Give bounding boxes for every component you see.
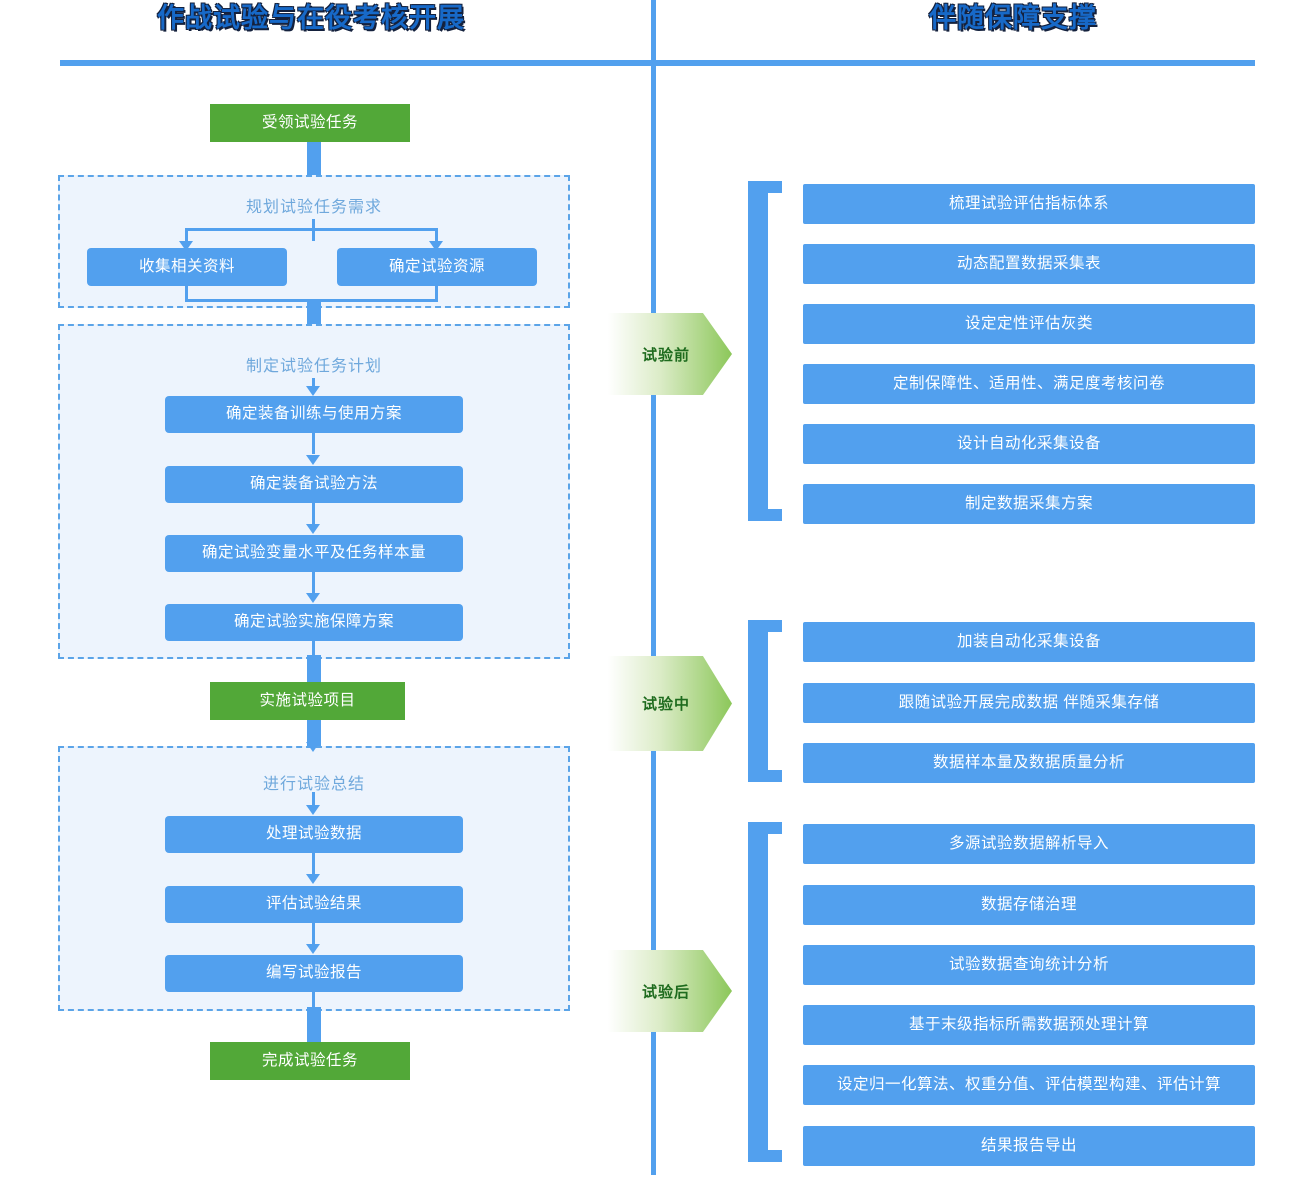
bracket-before-spine (748, 181, 768, 521)
g2-tail-stem (312, 641, 315, 661)
node-process-test-data[interactable]: 处理试验数据 (165, 816, 463, 853)
right-column-title: 伴随保障支撑 (929, 3, 1097, 33)
node-implement-project[interactable]: 实施试验项目 (210, 682, 405, 720)
connector-group1-to-group2 (307, 299, 321, 327)
g3-stem-2 (312, 853, 315, 874)
bracket-after-cap-top (768, 822, 782, 834)
g1-right-arrow (429, 241, 443, 251)
bracket-during-lip-bottom (748, 774, 774, 782)
g1-split-bar (185, 228, 438, 231)
g3-arrow-1 (306, 805, 320, 815)
g3-stem-1 (312, 792, 315, 806)
g3-arrow-3 (306, 944, 320, 954)
item-install-auto-device[interactable]: 加装自动化采集设备 (803, 622, 1255, 662)
bracket-after (748, 822, 782, 1162)
g2-arrow-4 (306, 593, 320, 603)
item-custom-questionnaire[interactable]: 定制保障性、适用性、满足度考核问卷 (803, 364, 1255, 404)
g2-arrow-2 (306, 455, 320, 465)
item-design-auto-device[interactable]: 设计自动化采集设备 (803, 424, 1255, 464)
bracket-before-cap-top (768, 181, 782, 193)
g3-tail-stem (312, 992, 315, 1010)
node-write-test-report[interactable]: 编写试验报告 (165, 955, 463, 992)
bracket-before-lip-top (748, 181, 774, 189)
column-divider-line (651, 0, 656, 1175)
g2-arrow-3 (306, 524, 320, 534)
g2-arrow-1 (306, 386, 320, 396)
bracket-after-lip-bottom (748, 1154, 774, 1162)
item-collection-plan[interactable]: 制定数据采集方案 (803, 484, 1255, 524)
item-multisource-import[interactable]: 多源试验数据解析导入 (803, 824, 1255, 864)
node-variable-levels-sample[interactable]: 确定试验变量水平及任务样本量 (165, 535, 463, 572)
bracket-before (748, 181, 782, 521)
stage-chip-during[interactable]: 试验中 (600, 656, 732, 751)
item-preprocess-calculation[interactable]: 基于末级指标所需数据预处理计算 (803, 1005, 1255, 1045)
node-implementation-support[interactable]: 确定试验实施保障方案 (165, 604, 463, 641)
group2-label: 制定试验任务计划 (245, 358, 382, 375)
item-report-export[interactable]: 结果报告导出 (803, 1126, 1255, 1166)
node-evaluate-test-results[interactable]: 评估试验结果 (165, 886, 463, 923)
item-query-statistics[interactable]: 试验数据查询统计分析 (803, 945, 1255, 985)
group1-label: 规划试验任务需求 (245, 199, 382, 216)
node-finish-task[interactable]: 完成试验任务 (210, 1042, 410, 1080)
item-dynamic-collection-table[interactable]: 动态配置数据采集表 (803, 244, 1255, 284)
g3-arrow-2 (306, 874, 320, 884)
connector-group2-to-mid (307, 655, 321, 683)
item-storage-governance[interactable]: 数据存储治理 (803, 885, 1255, 925)
stage-chip-after[interactable]: 试验后 (600, 950, 732, 1032)
connector-group3-to-end (307, 1007, 321, 1042)
g1-right-drop (435, 228, 438, 245)
bracket-during-cap-bottom (768, 770, 782, 782)
node-equipment-training-plan[interactable]: 确定装备训练与使用方案 (165, 396, 463, 433)
g1-left-riser (185, 286, 188, 302)
g2-stem-4 (312, 572, 315, 593)
bracket-during-spine (748, 620, 768, 782)
node-collect-materials[interactable]: 收集相关资料 (87, 248, 287, 286)
header-divider-line (60, 60, 1255, 66)
bracket-during (748, 620, 782, 782)
group3-label: 进行试验总结 (262, 776, 365, 793)
node-equipment-test-method[interactable]: 确定装备试验方法 (165, 466, 463, 503)
bracket-after-spine (748, 822, 768, 1162)
bracket-during-cap-top (768, 620, 782, 632)
group-plan-requirements: 规划试验任务需求 (58, 175, 570, 308)
stage-chip-before[interactable]: 试验前 (600, 313, 732, 395)
bracket-after-cap-bottom (768, 1150, 782, 1162)
connector-start-to-group1 (307, 142, 321, 177)
node-determine-resources[interactable]: 确定试验资源 (337, 248, 537, 286)
g2-stem-3 (312, 503, 315, 524)
g3-arrow-0 (306, 742, 320, 752)
node-start[interactable]: 受领试验任务 (210, 104, 410, 142)
bracket-before-lip-bottom (748, 513, 774, 521)
bracket-before-cap-bottom (768, 509, 782, 521)
item-qualitative-grey-class[interactable]: 设定定性评估灰类 (803, 304, 1255, 344)
item-sample-quality-analysis[interactable]: 数据样本量及数据质量分析 (803, 743, 1255, 783)
item-followup-collection-storage[interactable]: 跟随试验开展完成数据 伴随采集存储 (803, 683, 1255, 723)
left-column-title: 作战试验与在役考核开展 (157, 3, 465, 33)
g1-right-riser (435, 286, 438, 302)
g1-left-drop (185, 228, 188, 245)
g3-stem-3 (312, 923, 315, 944)
g1-left-arrow (179, 241, 193, 251)
item-index-system[interactable]: 梳理试验评估指标体系 (803, 184, 1255, 224)
g2-stem-2 (312, 433, 315, 454)
bracket-during-lip-top (748, 620, 774, 628)
bracket-after-lip-top (748, 822, 774, 830)
g2-stem-1 (312, 378, 315, 390)
item-normalization-weights-model[interactable]: 设定归一化算法、权重分值、评估模型构建、评估计算 (803, 1065, 1255, 1105)
